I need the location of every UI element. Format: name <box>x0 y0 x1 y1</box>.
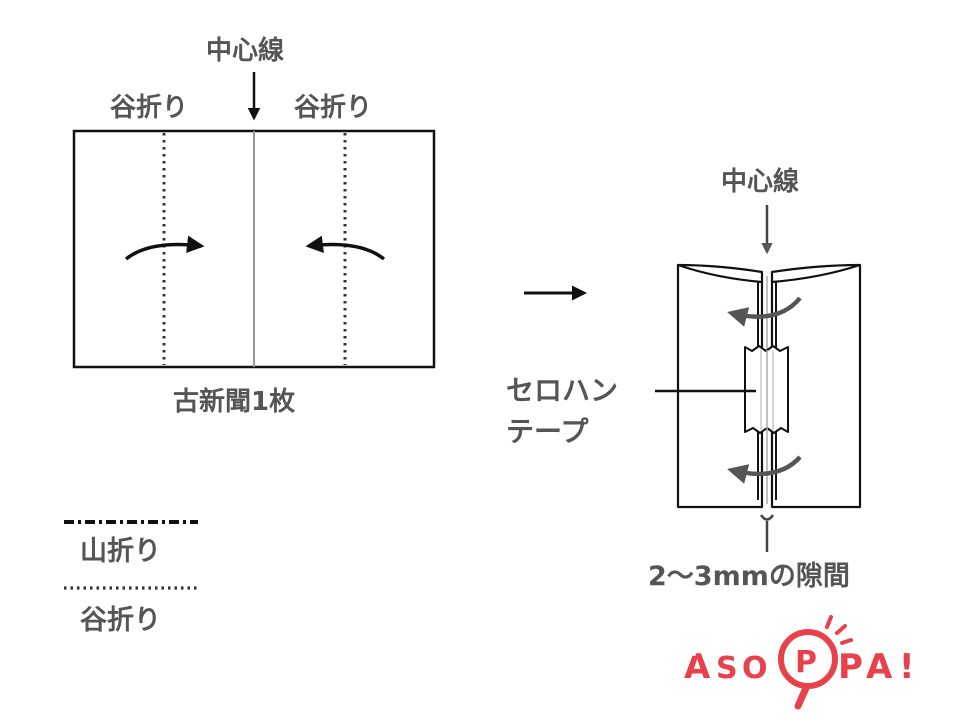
panel-curl-right <box>771 263 861 284</box>
curl-arrow-bottom <box>727 455 802 484</box>
logo-letter-bang: ! <box>899 647 915 687</box>
logo-magnifier-handle <box>794 684 810 710</box>
folded-panel-right <box>770 263 862 509</box>
logo-eye-right <box>702 652 706 656</box>
logo-eye-left <box>692 652 696 656</box>
tape-label-line1: セロハン <box>506 374 619 407</box>
logo-letter-o: O <box>742 651 768 686</box>
logo-letter-a: A <box>684 647 711 687</box>
legend-mountain-label: 山折り <box>80 536 161 567</box>
logo-ray-2 <box>835 624 847 635</box>
center-line-label-left: 中心線 <box>206 36 285 66</box>
valley-fold-label-right: 谷折り <box>294 93 373 123</box>
logo-letter-a2: A <box>866 647 893 687</box>
gap-label: 2〜3mmの隙間 <box>648 561 850 592</box>
logo-letter-p1: P <box>795 645 817 680</box>
panel-curl-left <box>677 263 763 284</box>
center-line-label-right: 中心線 <box>721 167 800 197</box>
logo-letter-p2: P <box>838 647 863 687</box>
fold-arrow-left <box>124 235 205 261</box>
newspaper-caption: 古新聞1枚 <box>173 387 296 417</box>
logo-ray-3 <box>840 638 853 645</box>
valley-fold-label-left: 谷折り <box>110 93 189 123</box>
logo-text: A S O P P A ! <box>684 645 915 687</box>
curl-arrow-top <box>727 296 802 327</box>
asoppa-logo: A S O P P A ! <box>684 615 915 710</box>
fold-arrow-right <box>305 235 386 261</box>
legend-valley-label: 谷折り <box>80 605 161 636</box>
gap-indicator <box>759 514 775 552</box>
logo-ray-1 <box>825 615 833 629</box>
logo-letter-s: S <box>716 651 738 686</box>
tape-label-line2: テープ <box>506 415 589 448</box>
